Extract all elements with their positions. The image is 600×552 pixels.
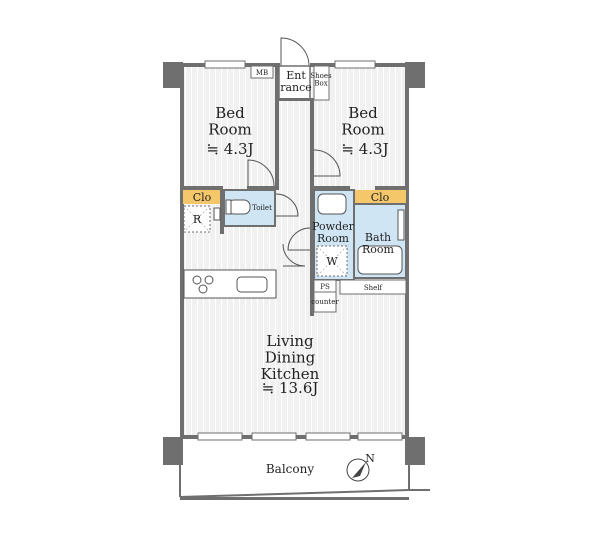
text-line: rance (280, 81, 312, 94)
bathtub (357, 245, 403, 275)
text-line: Shoes (310, 72, 332, 80)
powder-sink (317, 193, 347, 215)
window-bottom-4 (357, 432, 403, 441)
text-line: Bed (215, 104, 245, 122)
text-line: Bed (348, 104, 378, 122)
refrigerator-space (183, 205, 211, 233)
door-powder (287, 227, 311, 251)
wall-bedroom-right-bottom-a (310, 186, 350, 190)
stove-burner-1 (192, 275, 202, 285)
balcony-label: Balcony (266, 462, 314, 476)
door-bedroom-left (247, 159, 275, 187)
stove-burner-2 (204, 275, 214, 285)
stove-burner-3 (198, 284, 208, 294)
wall-bedroom-left-bottom-b (247, 186, 279, 190)
entrance-floor (278, 65, 311, 101)
window-bottom-2 (251, 432, 297, 441)
door-ldk (282, 243, 306, 267)
column-top-left (163, 62, 183, 88)
text-line: Room (341, 121, 385, 139)
window-top-left (204, 60, 246, 69)
text-line: Room (317, 232, 350, 245)
column-top-right (405, 62, 425, 88)
wash-sink-toilet (213, 207, 221, 221)
entrance-door-swing (280, 37, 310, 67)
wall-fridge-right (220, 190, 224, 234)
washer-label: W (326, 255, 338, 268)
door-bedroom-right (313, 149, 341, 177)
mb-label: MB (256, 69, 268, 77)
closet-right-label: Clo (371, 191, 390, 204)
toilet-tank (225, 199, 232, 215)
text-line: Powder (312, 220, 355, 233)
column-bottom-right (405, 437, 425, 465)
window-top-right (334, 60, 376, 69)
text-line: Dining (265, 349, 316, 367)
counter-label: counter (311, 298, 339, 306)
counter (313, 291, 337, 313)
closet-right (354, 190, 406, 204)
kitchen-sink (236, 276, 268, 293)
toilet-label: Toilet (252, 204, 272, 212)
wall-bedroom-right-bottom-b (375, 186, 405, 190)
compass-icon (346, 458, 370, 482)
ps-label: PS (320, 283, 330, 291)
bath-shelf (397, 209, 405, 241)
ldk-size: ≒ 13.6J (262, 379, 319, 397)
shelf-label: Shelf (364, 284, 384, 292)
text-line: Living (266, 332, 314, 350)
window-bottom-1 (197, 432, 243, 441)
wall-bedroom-left-bottom-a (183, 186, 223, 190)
wall-entrance-bottom (279, 98, 314, 101)
meter-box (250, 65, 274, 79)
wall-bedroom-left-right (275, 66, 279, 188)
text-line: Kitchen (261, 365, 320, 383)
text-line: Ent (286, 69, 306, 82)
refrigerator-label: R (193, 213, 202, 226)
text-line: Room (208, 121, 252, 139)
washer-cross-b (316, 245, 348, 277)
closet-left-label: Clo (193, 191, 212, 204)
text-line: Box (314, 80, 327, 88)
shelf (339, 279, 407, 295)
bedroom-left-size: ≒ 4.3J (206, 140, 253, 158)
window-bottom-3 (305, 432, 351, 441)
balcony-railing (179, 489, 430, 498)
bedroom-right-size: ≒ 4.3J (341, 140, 388, 158)
text-line: Room (362, 243, 395, 256)
wall-left (180, 66, 184, 438)
door-toilet (275, 193, 299, 217)
text-line: Bath (365, 231, 391, 244)
compass-north-label: N (365, 452, 375, 465)
balcony-floor-line (180, 497, 409, 500)
wall-bedroom-right-left (310, 98, 314, 188)
closet-left (183, 190, 221, 204)
column-bottom-left (163, 437, 183, 465)
wall-corridor-right (310, 186, 314, 316)
shoes-box (313, 65, 330, 101)
